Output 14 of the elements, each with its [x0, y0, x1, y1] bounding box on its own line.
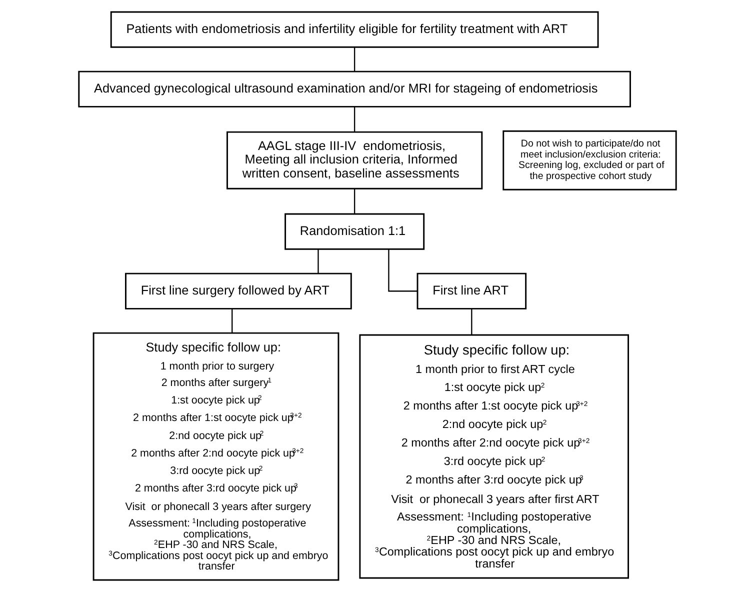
- connector: [318, 249, 319, 274]
- node-box: Do not wish to participate/do not meet inclusion/exclusion criteria: Screening log, excluded or part of the prospective cohort study: [502, 130, 677, 190]
- node-box: Randomisation 1:1: [284, 213, 425, 250]
- node-box: AAGL stage III-IV endometriosis, Meeting all inclusion criteria, Informed written consent, baseline assessments: [226, 131, 483, 190]
- node-box: First line ART: [416, 272, 527, 310]
- node-box: First line surgery followed by ART: [125, 272, 352, 310]
- connector: [354, 47, 356, 72]
- node-box: Advanced gynecological ultrasound examination and/or MRI for stageing of endometriosis: [78, 70, 631, 108]
- node-box: Patients with endometriosis and infertility eligible for fertility treatment with ART: [110, 11, 599, 48]
- connector: [232, 308, 233, 333]
- connector: [354, 106, 356, 132]
- connector: [471, 308, 472, 335]
- connector: [388, 249, 418, 292]
- connector: [354, 188, 356, 214]
